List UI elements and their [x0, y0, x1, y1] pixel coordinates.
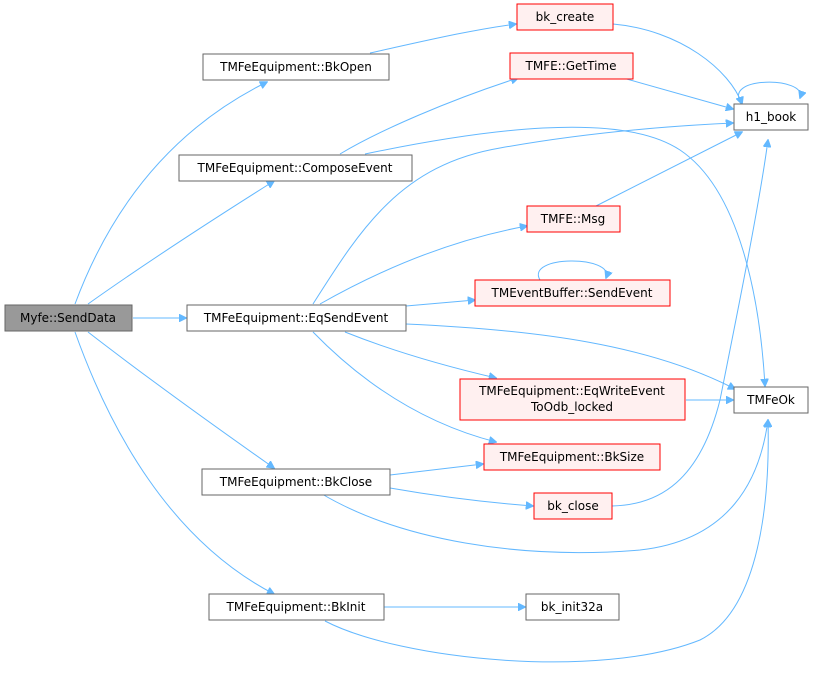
- node-label: bk_create: [536, 10, 595, 24]
- node-tmeventbuffer-sendevent[interactable]: TMEventBuffer::SendEvent: [474, 279, 671, 307]
- edge-bkclose-bksize: [389, 464, 483, 476]
- node-box: [526, 205, 621, 233]
- edge-bkclose-bkclosefn: [389, 487, 533, 506]
- node-box: [208, 593, 385, 621]
- node-label-line1: TMFeEquipment::EqWriteEvent: [478, 384, 665, 398]
- edge-eqsendevent-bksize: [312, 331, 496, 442]
- node-box: [178, 154, 413, 182]
- edge-senddata-bkclose: [87, 331, 274, 468]
- node-box: [533, 492, 613, 520]
- edge-eqsendevent-msg: [319, 226, 527, 305]
- node-box: [202, 53, 390, 81]
- node-bksize[interactable]: TMFeEquipment::BkSize: [483, 443, 661, 471]
- node-box: [516, 3, 614, 31]
- node-label: TMEventBuffer::SendEvent: [491, 286, 653, 300]
- node-box: [4, 304, 133, 332]
- node-box: [474, 279, 671, 307]
- edge-bkclose-tmfeok: [321, 420, 768, 554]
- edge-senddata-bkinit: [74, 331, 274, 594]
- node-bkinit[interactable]: TMFeEquipment::BkInit: [208, 593, 385, 621]
- node-label-line2: ToOdb_locked: [530, 400, 613, 414]
- node-tmfeok[interactable]: TMFeOk: [733, 386, 809, 414]
- node-label: TMFeEquipment::BkClose: [219, 475, 372, 489]
- edge-bkcreate-h1book: [612, 23, 742, 104]
- node-label: TMFeEquipment::EqSendEvent: [203, 311, 389, 325]
- edge-bkinit-tmfeok: [324, 420, 768, 663]
- edges: [74, 23, 801, 663]
- edge-eqsendevent-bufsendevent: [405, 300, 475, 307]
- node-bk-close[interactable]: bk_close: [533, 492, 613, 520]
- node-bkclose[interactable]: TMFeEquipment::BkClose: [201, 468, 391, 496]
- edge-gettime-h1book: [622, 77, 733, 109]
- node-label: bk_init32a: [541, 600, 603, 614]
- node-label: TMFE::GetTime: [524, 59, 616, 73]
- node-label: TMFeEquipment::BkOpen: [219, 60, 372, 74]
- node-box: [483, 443, 661, 471]
- node-label: TMFeEquipment::ComposeEvent: [197, 161, 393, 175]
- edge-eqsendevent-eqwrite: [344, 331, 496, 378]
- node-bkopen[interactable]: TMFeEquipment::BkOpen: [202, 53, 390, 81]
- node-tmfe-gettime[interactable]: TMFE::GetTime: [509, 52, 634, 80]
- edge-eqsendevent-h1book: [312, 123, 733, 305]
- edge-h1book-self: [738, 81, 800, 105]
- node-tmfe-msg[interactable]: TMFE::Msg: [526, 205, 621, 233]
- node-label: Myfe::SendData: [20, 311, 116, 325]
- edge-senddata-composeevent: [87, 181, 274, 305]
- node-label: h1_book: [746, 110, 797, 124]
- node-box: [459, 378, 686, 421]
- node-box: [733, 103, 809, 131]
- node-box: [509, 52, 634, 80]
- node-label: bk_close: [547, 499, 598, 513]
- edge-eqsendevent-tmfeok: [405, 323, 735, 389]
- node-label: TMFeEquipment::BkInit: [226, 600, 366, 614]
- node-label: TMFeOk: [746, 393, 795, 407]
- edge-bkopen-bkcreate: [369, 24, 516, 54]
- node-h1-book[interactable]: h1_book: [733, 103, 809, 131]
- edge-senddata-bkopen: [74, 82, 267, 305]
- node-label: TMFeEquipment::BkSize: [499, 450, 644, 464]
- node-bk-init32a[interactable]: bk_init32a: [525, 593, 620, 621]
- node-box: [525, 593, 620, 621]
- edge-bufsendevent-self: [537, 260, 606, 281]
- edge-bkclosefn-h1book: [611, 140, 768, 507]
- node-eqwriteeventtoodb-locked[interactable]: TMFeEquipment::EqWriteEvent ToOdb_locked: [459, 378, 686, 421]
- node-composeevent[interactable]: TMFeEquipment::ComposeEvent: [178, 154, 413, 182]
- node-box: [201, 468, 391, 496]
- edge-composeevent-gettime: [339, 78, 518, 155]
- node-myfe-senddata[interactable]: Myfe::SendData: [4, 304, 133, 332]
- node-box: [186, 304, 407, 332]
- edge-composeevent-tmfeok: [364, 126, 765, 386]
- node-eqsendevent[interactable]: TMFeEquipment::EqSendEvent: [186, 304, 407, 332]
- node-bk-create[interactable]: bk_create: [516, 3, 614, 31]
- node-label: TMFE::Msg: [540, 212, 605, 226]
- node-box: [733, 386, 809, 414]
- edge-msg-h1book: [595, 132, 742, 207]
